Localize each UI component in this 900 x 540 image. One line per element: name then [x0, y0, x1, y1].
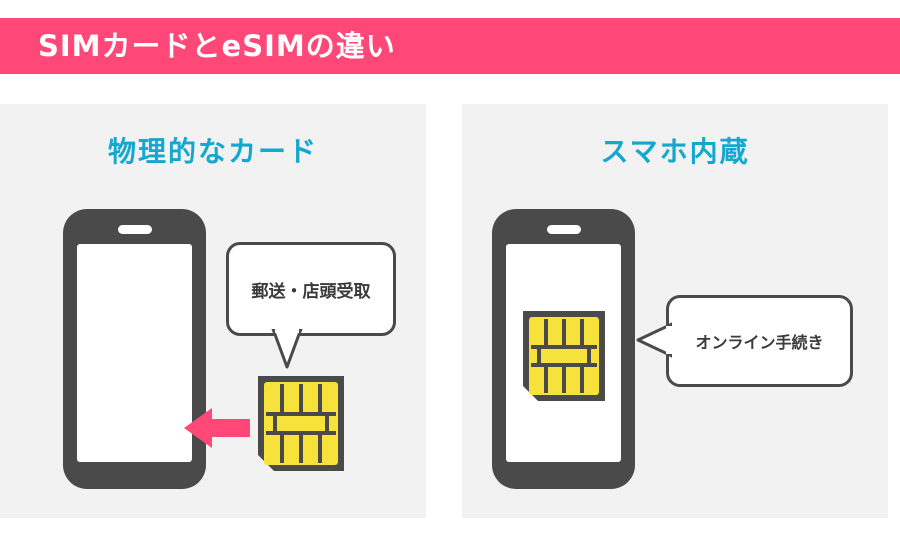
header-banner: SIMカードとeSIMの違い	[0, 18, 900, 74]
embedded-esim-panel: スマホ内蔵 オンライン手続き	[462, 104, 888, 518]
phone-speaker	[117, 225, 152, 234]
delivery-bubble: 郵送・店頭受取	[226, 242, 396, 336]
arrow-left-icon	[184, 408, 250, 448]
page-title: SIMカードとeSIMの違い	[38, 29, 396, 63]
sim-card-icon	[523, 311, 605, 401]
speech-bubble-tail-icon	[271, 329, 303, 369]
online-procedure-bubble: オンライン手続き	[666, 295, 853, 387]
phone-speaker	[546, 225, 581, 234]
sim-card-icon	[258, 376, 344, 471]
embedded-esim-title: スマホ内蔵	[600, 135, 750, 168]
phone-screen	[77, 244, 192, 462]
online-procedure-bubble-text: オンライン手続き	[695, 333, 824, 352]
physical-card-title: 物理的なカード	[107, 135, 318, 168]
physical-card-panel: 物理的なカード 郵送・店頭受取	[0, 104, 426, 518]
speech-bubble-tail-icon	[636, 322, 672, 358]
delivery-bubble-text: 郵送・店頭受取	[251, 281, 371, 302]
smartphone-icon	[63, 209, 206, 489]
